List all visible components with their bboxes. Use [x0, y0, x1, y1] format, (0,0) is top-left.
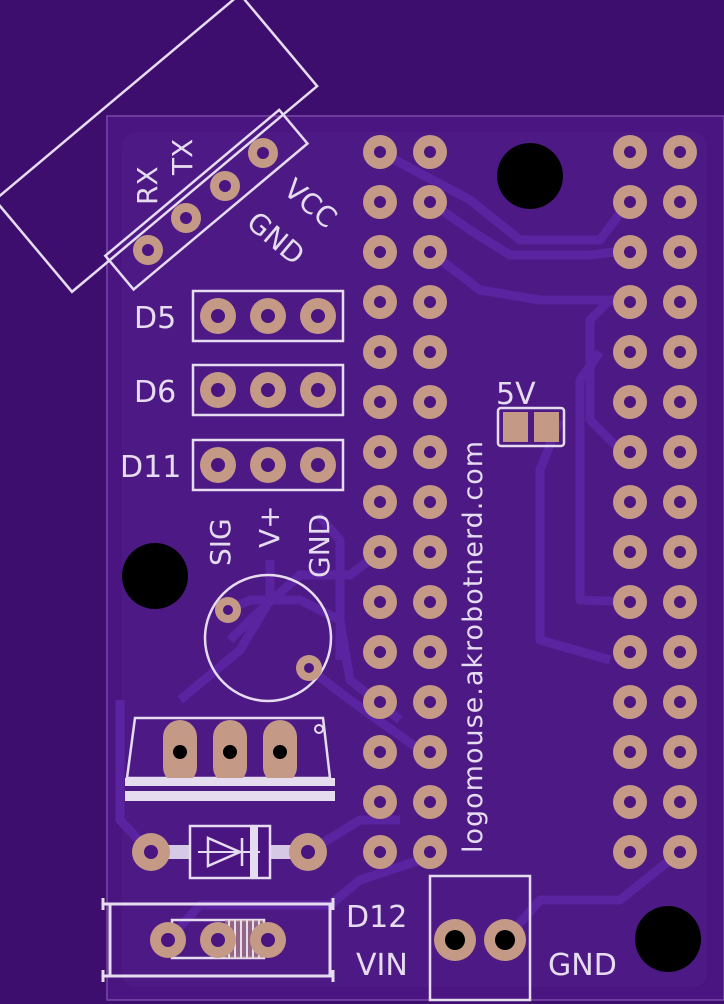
right-header-drill-3-2 [674, 246, 686, 258]
right-header-drill-11-1 [624, 646, 636, 658]
left-header-drill-5-1 [374, 346, 386, 358]
left-header-drill-13-2 [424, 746, 436, 758]
right-header-drill-13-1 [624, 746, 636, 758]
five-v-label: 5V [496, 377, 536, 412]
left-header-drill-9-1 [374, 546, 386, 558]
left-header-drill-7-1 [374, 446, 386, 458]
serial-module-outline [0, 0, 319, 294]
d6-header [191, 363, 345, 417]
left-header-drill-15-1 [374, 846, 386, 858]
rx-label: RX [131, 166, 164, 205]
serial-pads [133, 138, 278, 265]
right-header-drill-14-2 [674, 796, 686, 808]
right-header-drill-12-2 [674, 696, 686, 708]
left-header-drill-6-2 [424, 396, 436, 408]
left-header-drill-3-1 [374, 246, 386, 258]
right-header-drill-10-1 [624, 596, 636, 608]
right-header-drill-1-2 [674, 146, 686, 158]
left-header-drill-12-1 [374, 696, 386, 708]
right-header-drill-4-2 [674, 296, 686, 308]
right-header-drill-7-2 [674, 446, 686, 458]
five-v-jumper [496, 406, 566, 448]
d5-header [191, 289, 345, 343]
power-connector-footprint [428, 874, 532, 1002]
voltage-regulator-footprint [125, 716, 335, 801]
left-header-drill-1-1 [374, 146, 386, 158]
left-header-drill-11-1 [374, 646, 386, 658]
right-header-drill-9-1 [624, 546, 636, 558]
diode-footprint [132, 824, 327, 880]
right-header-drill-4-1 [624, 296, 636, 308]
board-outline [106, 115, 724, 1001]
right-header-drill-14-1 [624, 796, 636, 808]
left-header-drill-7-2 [424, 446, 436, 458]
right-header-pads [613, 135, 697, 869]
left-header-drill-11-2 [424, 646, 436, 658]
left-header-drill-4-1 [374, 296, 386, 308]
left-header-drill-14-2 [424, 796, 436, 808]
right-header-drill-3-1 [624, 246, 636, 258]
right-header-drill-15-1 [624, 846, 636, 858]
left-header-drill-3-2 [424, 246, 436, 258]
d11-header [191, 438, 345, 492]
left-header-drill-10-2 [424, 596, 436, 608]
capacitor-footprint [203, 573, 333, 703]
right-header-drill-15-2 [674, 846, 686, 858]
right-header-drill-11-2 [674, 646, 686, 658]
gnd-power-label: GND [548, 948, 617, 983]
left-header-drill-5-2 [424, 346, 436, 358]
gnd-servo-label: GND [303, 514, 336, 578]
left-header-drill-2-1 [374, 196, 386, 208]
right-header-drill-6-2 [674, 396, 686, 408]
serial-header [103, 108, 310, 292]
mounting-hole-bottom-right [635, 906, 701, 972]
left-header-drill-8-2 [424, 496, 436, 508]
d6-label: D6 [134, 375, 176, 410]
mounting-hole-left [122, 543, 188, 609]
d11-label: D11 [120, 450, 181, 485]
right-header-drill-1-1 [624, 146, 636, 158]
left-header-drill-13-1 [374, 746, 386, 758]
left-header-drill-2-2 [424, 196, 436, 208]
sig-label: SIG [204, 518, 237, 566]
right-header-drill-2-2 [674, 196, 686, 208]
right-header-drill-12-1 [624, 696, 636, 708]
left-header-drill-8-1 [374, 496, 386, 508]
left-header-drill-9-2 [424, 546, 436, 558]
right-header-drill-8-1 [624, 496, 636, 508]
left-header-drill-6-1 [374, 396, 386, 408]
copper-traces [115, 148, 683, 944]
right-header-drill-13-2 [674, 746, 686, 758]
left-header-drill-10-1 [374, 596, 386, 608]
website-label: logomouse.akrobotnerd.com [458, 440, 489, 853]
power-switch-footprint [101, 898, 335, 982]
right-header-drill-7-1 [624, 446, 636, 458]
mounting-hole-top-right [497, 143, 563, 209]
left-header-drill-15-2 [424, 846, 436, 858]
right-header-drill-6-1 [624, 396, 636, 408]
tx-label: TX [166, 139, 199, 176]
right-header-drill-9-2 [674, 546, 686, 558]
vplus-label: V+ [253, 505, 286, 548]
right-header-drill-5-2 [674, 346, 686, 358]
right-header-drill-10-2 [674, 596, 686, 608]
left-header-drill-14-1 [374, 796, 386, 808]
d12-label: D12 [346, 900, 407, 935]
left-header-pads [363, 135, 447, 869]
left-header-drill-4-2 [424, 296, 436, 308]
left-header-drill-12-2 [424, 696, 436, 708]
right-header-drill-8-2 [674, 496, 686, 508]
right-header-drill-5-1 [624, 346, 636, 358]
right-header-drill-2-1 [624, 196, 636, 208]
left-header-drill-1-2 [424, 146, 436, 158]
d5-label: D5 [134, 301, 176, 336]
vin-label: VIN [356, 948, 408, 983]
